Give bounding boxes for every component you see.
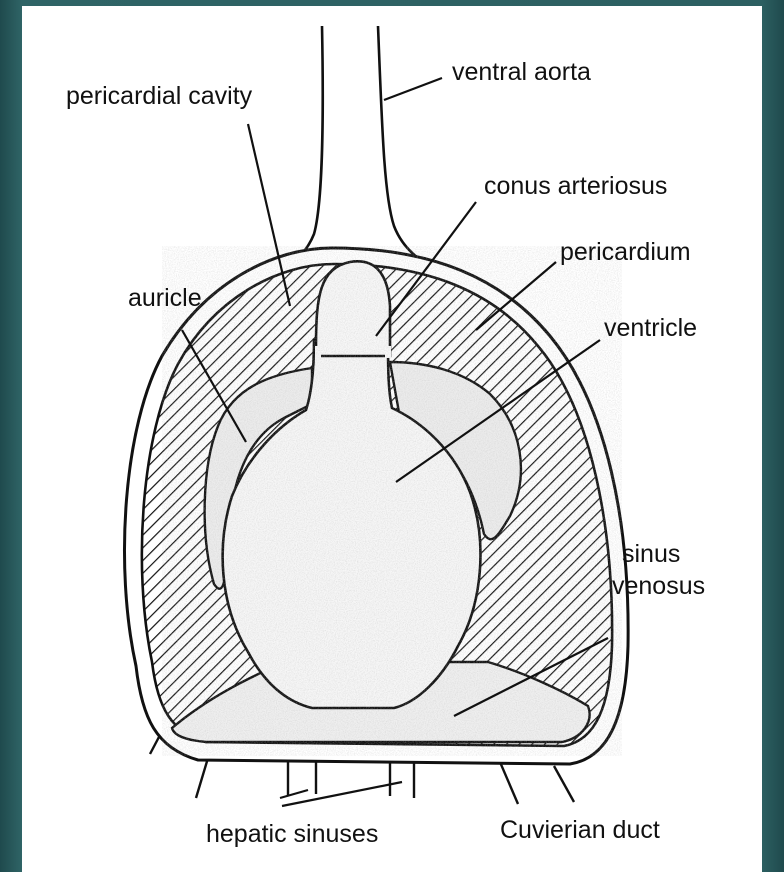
label-venosus: venosus — [612, 572, 705, 600]
label-auricle: auricle — [128, 284, 202, 312]
label-ventral-aorta: ventral aorta — [452, 58, 591, 86]
label-cuvierian-duct: Cuvierian duct — [500, 816, 660, 844]
ventral-aorta-vessel — [272, 26, 448, 276]
label-pericardial-cavity: pericardial cavity — [66, 82, 253, 110]
stipple-texture — [162, 246, 622, 756]
label-ventricle: ventricle — [604, 314, 697, 342]
heart-diagram: pericardial cavity ventral aorta conus a… — [22, 6, 762, 872]
label-conus-arteriosus: conus arteriosus — [484, 172, 667, 200]
leader-hepatic-sinuses-b — [282, 782, 402, 806]
label-sinus: sinus — [622, 540, 680, 568]
leader-hepatic-sinuses-a — [280, 790, 308, 798]
label-hepatic-sinuses: hepatic sinuses — [206, 820, 378, 848]
label-pericardium: pericardium — [560, 238, 691, 266]
leader-ventral-aorta — [384, 78, 442, 100]
